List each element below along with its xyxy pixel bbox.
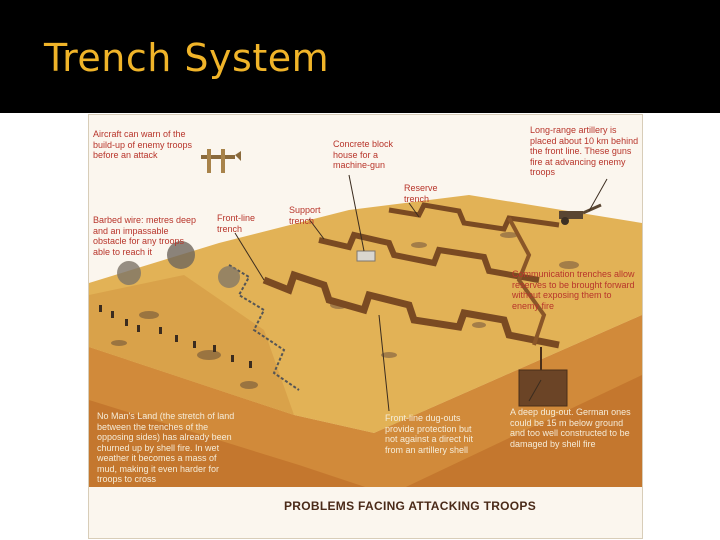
slide-title: Trench System xyxy=(44,36,329,80)
caption-front-line-trench: Front-line trench xyxy=(217,213,267,234)
diagram-footer-title: PROBLEMS FACING ATTACKING TROOPS xyxy=(284,499,536,513)
caption-communication-trenches: Communication trenches allow reserves to… xyxy=(512,269,640,311)
caption-deep-dugout: A deep dug-out. German ones could be 15 … xyxy=(510,407,638,449)
caption-long-range-artillery: Long-range artillery is placed about 10 … xyxy=(530,125,642,178)
caption-reserve-trench: Reserve trench xyxy=(404,183,450,204)
caption-concrete-block-house: Concrete block house for a machine-gun xyxy=(333,139,415,171)
caption-aircraft: Aircraft can warn of the build-up of ene… xyxy=(93,129,203,161)
caption-support-trench: Support trench xyxy=(289,205,337,226)
caption-front-line-dugouts: Front-line dug-outs provide protection b… xyxy=(385,413,481,455)
caption-no-mans-land: No Man's Land (the stretch of land betwe… xyxy=(97,411,235,485)
trench-illustration: Aircraft can warn of the build-up of ene… xyxy=(88,114,643,539)
caption-barbed-wire: Barbed wire: metres deep and an impassab… xyxy=(93,215,203,257)
